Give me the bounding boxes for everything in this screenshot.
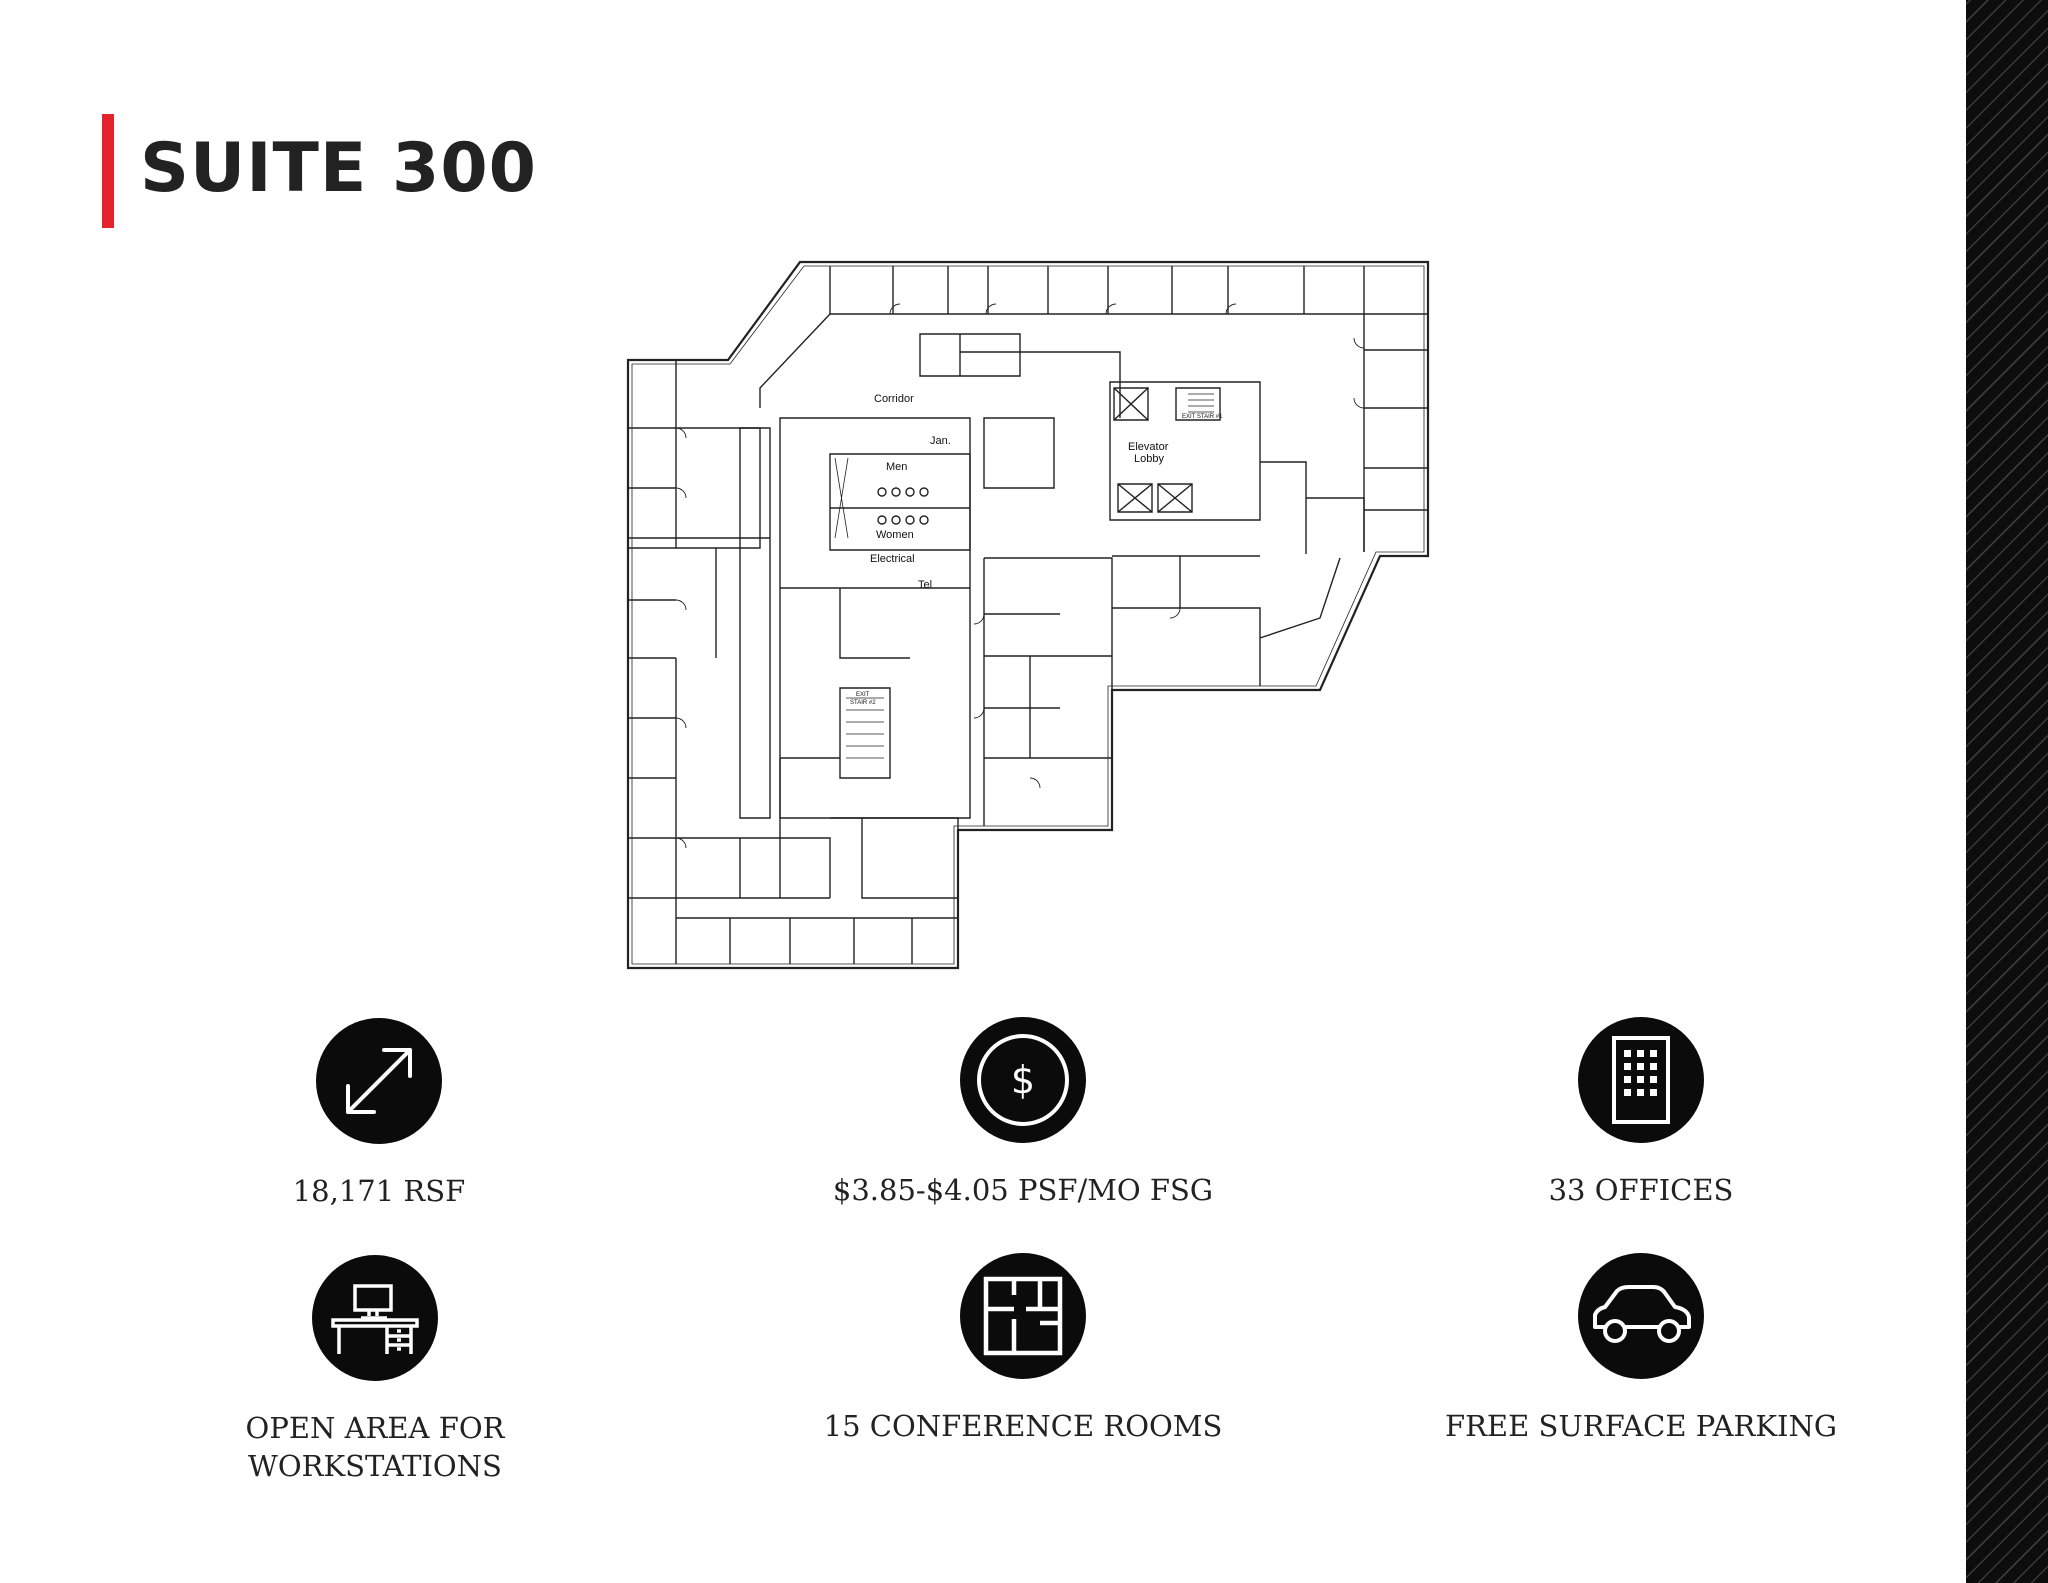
women-restroom-label: Women bbox=[876, 529, 914, 541]
feature-label: FREE SURFACE PARKING bbox=[1444, 1409, 1838, 1443]
floorplan-icon bbox=[960, 1253, 1086, 1379]
floor-plan: Corridor Jan. Men Women Electrical Tel E… bbox=[620, 258, 1436, 972]
lobby-label: Lobby bbox=[1134, 453, 1164, 465]
feature-price: $ $3.85-$4.05 PSF/MO FSG bbox=[823, 1017, 1223, 1209]
feature-open-area: OPEN AREA FOR WORKSTATIONS bbox=[175, 1255, 575, 1485]
page-title: SUITE 300 bbox=[140, 129, 537, 208]
feature-rsf: 18,171 RSF bbox=[179, 1018, 579, 1210]
feature-label: $3.85-$4.05 PSF/MO FSG bbox=[832, 1173, 1214, 1207]
feature-label: 33 OFFICES bbox=[1548, 1173, 1734, 1207]
exit-label: EXIT bbox=[856, 692, 870, 698]
men-restroom-label: Men bbox=[886, 461, 907, 473]
feature-label: 18,171 RSF bbox=[292, 1174, 466, 1208]
feature-label: 15 CONFERENCE ROOMS bbox=[823, 1409, 1223, 1443]
car-icon bbox=[1578, 1253, 1704, 1379]
floor-plan-outer-wall bbox=[626, 260, 1430, 970]
tel-label: Tel bbox=[918, 579, 932, 591]
title-accent-bar bbox=[102, 114, 114, 228]
svg-text:$: $ bbox=[1011, 1058, 1035, 1102]
electrical-label: Electrical bbox=[870, 553, 915, 565]
feature-label: OPEN AREA FOR WORKSTATIONS bbox=[245, 1411, 505, 1483]
elevator-label: Elevator bbox=[1128, 441, 1169, 453]
stair-2-label: STAIR #2 bbox=[850, 700, 876, 706]
desk-computer-icon bbox=[312, 1255, 438, 1381]
janitor-label: Jan. bbox=[930, 435, 951, 447]
feature-conference-rooms: 15 CONFERENCE ROOMS bbox=[823, 1253, 1223, 1445]
feature-parking: FREE SURFACE PARKING bbox=[1441, 1253, 1841, 1445]
decorative-side-band bbox=[1966, 0, 2048, 1583]
resize-arrow-icon bbox=[316, 1018, 442, 1144]
corridor-label: Corridor bbox=[874, 393, 914, 405]
building-icon bbox=[1578, 1017, 1704, 1143]
exit-stair-1-label: EXIT STAIR #1 bbox=[1182, 414, 1223, 420]
feature-offices: 33 OFFICES bbox=[1441, 1017, 1841, 1209]
dollar-icon: $ bbox=[960, 1017, 1086, 1143]
